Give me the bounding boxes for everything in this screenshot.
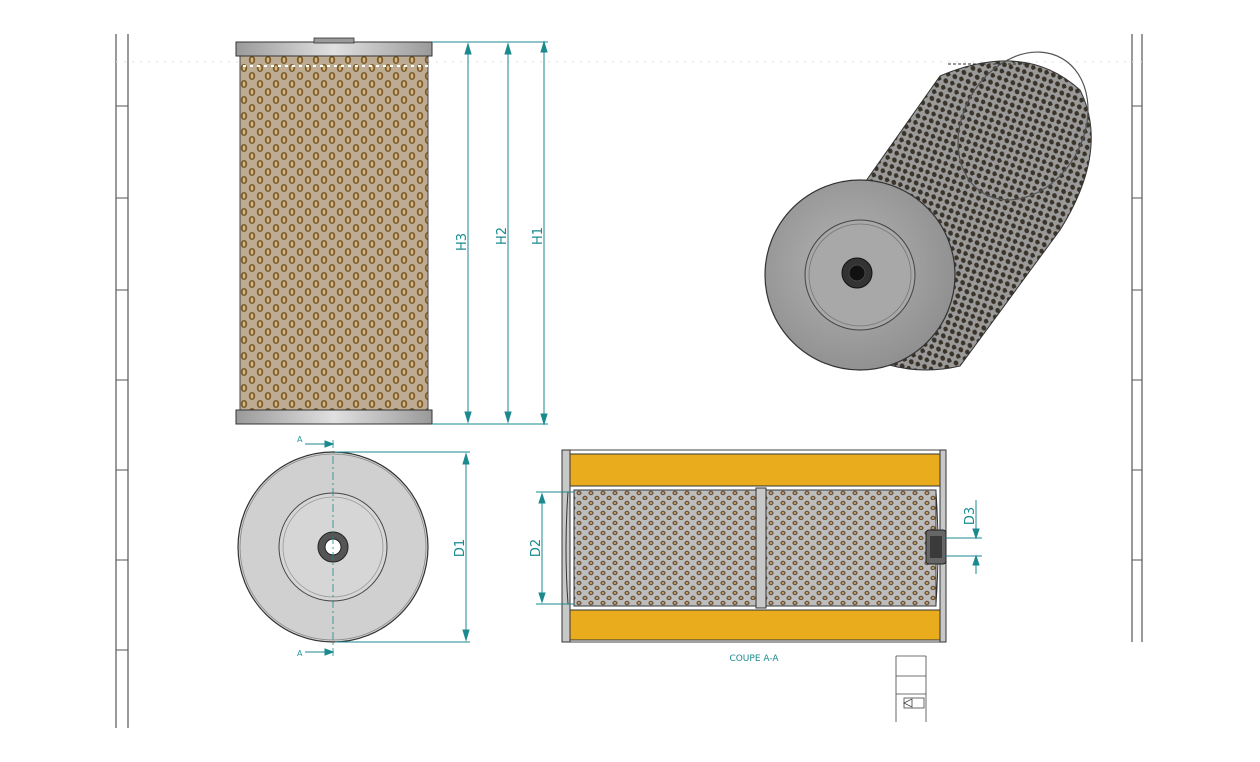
front-view-body — [239, 55, 429, 413]
dim-label-h1: H1 — [531, 227, 546, 245]
diameter-d1-dimension — [335, 451, 470, 643]
title-block — [895, 655, 927, 722]
front-view-top-cap — [235, 41, 433, 57]
diameter-d2-dimension — [536, 491, 574, 605]
section-label: COUPE A-A — [729, 654, 779, 664]
section-markers — [305, 440, 335, 656]
top-view — [237, 440, 429, 656]
section-bottom-wall — [567, 609, 943, 641]
section-view — [561, 449, 947, 643]
dim-label-d3: D3 — [963, 507, 978, 525]
dim-label-h2: H2 — [495, 227, 510, 245]
height-dimensions — [432, 40, 548, 426]
drawing-frame — [115, 34, 1143, 728]
section-marker-bottom: A — [297, 649, 303, 658]
dim-label-h3: H3 — [455, 233, 470, 251]
dim-label-d2: D2 — [529, 539, 544, 557]
front-view — [235, 37, 433, 425]
section-top-wall — [567, 453, 943, 487]
section-mesh-right — [765, 489, 937, 607]
section-center-rib — [755, 487, 767, 609]
frame-tick-marks — [116, 105, 1142, 651]
section-marker-top: A — [297, 435, 303, 444]
dim-label-d1: D1 — [453, 539, 468, 557]
isometric-view — [764, 51, 1092, 371]
front-view-bottom-cap — [235, 409, 433, 425]
section-mesh-left — [573, 489, 757, 607]
diameter-d3-dimension — [946, 500, 982, 574]
